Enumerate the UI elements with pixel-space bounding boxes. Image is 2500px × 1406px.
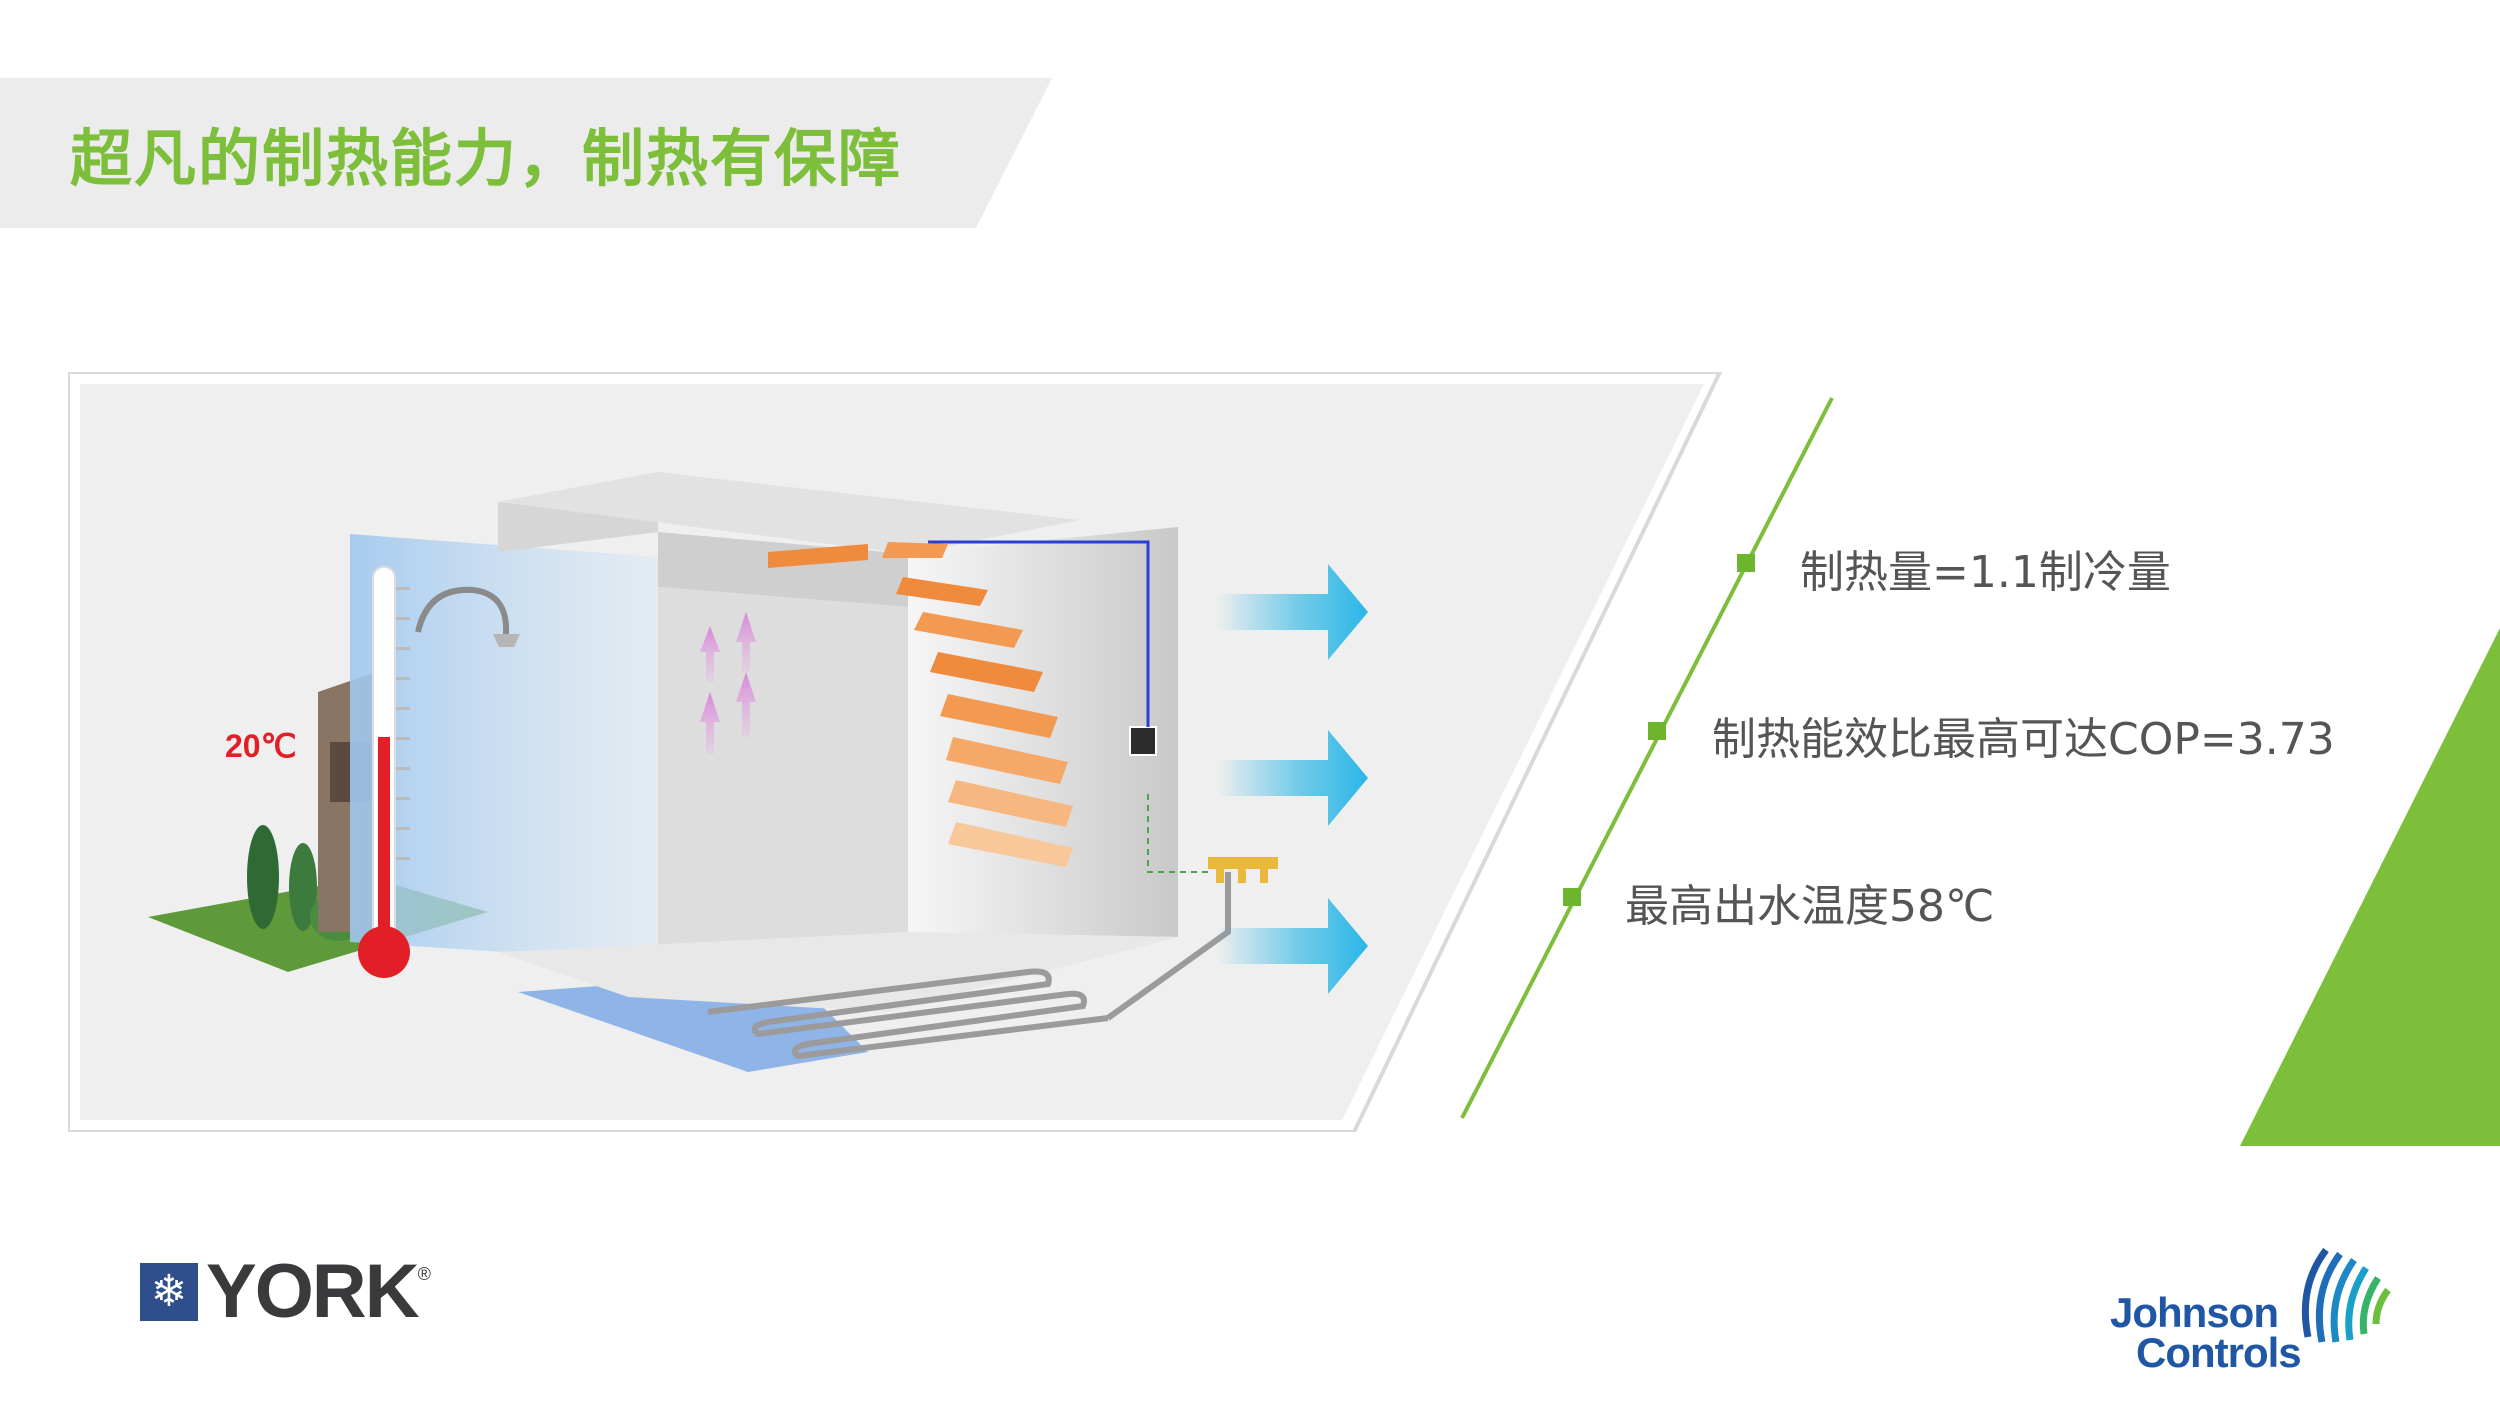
temperature-label: 20℃ — [225, 728, 297, 764]
thermometer-icon — [358, 566, 410, 978]
ceiling-unit-top — [498, 472, 1080, 554]
heat-output-arrows — [1216, 564, 1368, 994]
johnson-controls-logo: Johnson Controls — [2098, 1242, 2398, 1376]
warm-air-waves — [768, 542, 1073, 867]
feature-item: 最高出水温度58℃ — [1625, 881, 1995, 932]
house-heating-diagram — [68, 372, 1723, 1132]
feature-bullet — [1648, 722, 1666, 740]
feature-bullet — [1563, 888, 1581, 906]
feature-item: 制热量=1.1制冷量 — [1800, 547, 2171, 598]
registered-mark: ® — [417, 1264, 431, 1284]
snowflake-icon: ❄ — [140, 1263, 198, 1321]
control-wire — [1147, 792, 1208, 873]
diagonal-divider — [1460, 397, 1834, 1119]
page-title: 超凡的制热能力，制热有保障 — [70, 122, 903, 195]
feature-bullet — [1737, 554, 1755, 572]
johnson-controls-line1: Johnson — [2110, 1289, 2279, 1336]
blue-arrow — [1216, 730, 1368, 826]
title-band — [0, 78, 1052, 228]
room-back-wall — [658, 587, 908, 957]
heating-illustration — [68, 372, 1728, 1132]
blue-arrow — [1216, 898, 1368, 994]
johnson-controls-emblem-icon — [2301, 1247, 2391, 1343]
york-wordmark: YORK — [206, 1249, 420, 1334]
manifold — [1208, 857, 1278, 869]
room-floor — [498, 932, 1178, 1012]
rising-heat-arrows — [700, 612, 756, 754]
refrigerant-pipe — [928, 540, 1150, 727]
title-band-background — [0, 78, 1052, 228]
corner-accent — [2240, 628, 2500, 1146]
wall-lamp — [415, 586, 510, 635]
johnson-controls-line2: Controls — [2136, 1329, 2302, 1376]
feature-item: 制热能效比最高可达COP=3.73 — [1712, 714, 2335, 765]
york-logo: ❄ YORK ® — [140, 1254, 431, 1330]
blue-arrow — [1216, 564, 1368, 660]
tree — [289, 843, 317, 931]
wall-controller — [1129, 726, 1157, 756]
tree — [247, 825, 279, 929]
glass-wall — [350, 534, 658, 962]
